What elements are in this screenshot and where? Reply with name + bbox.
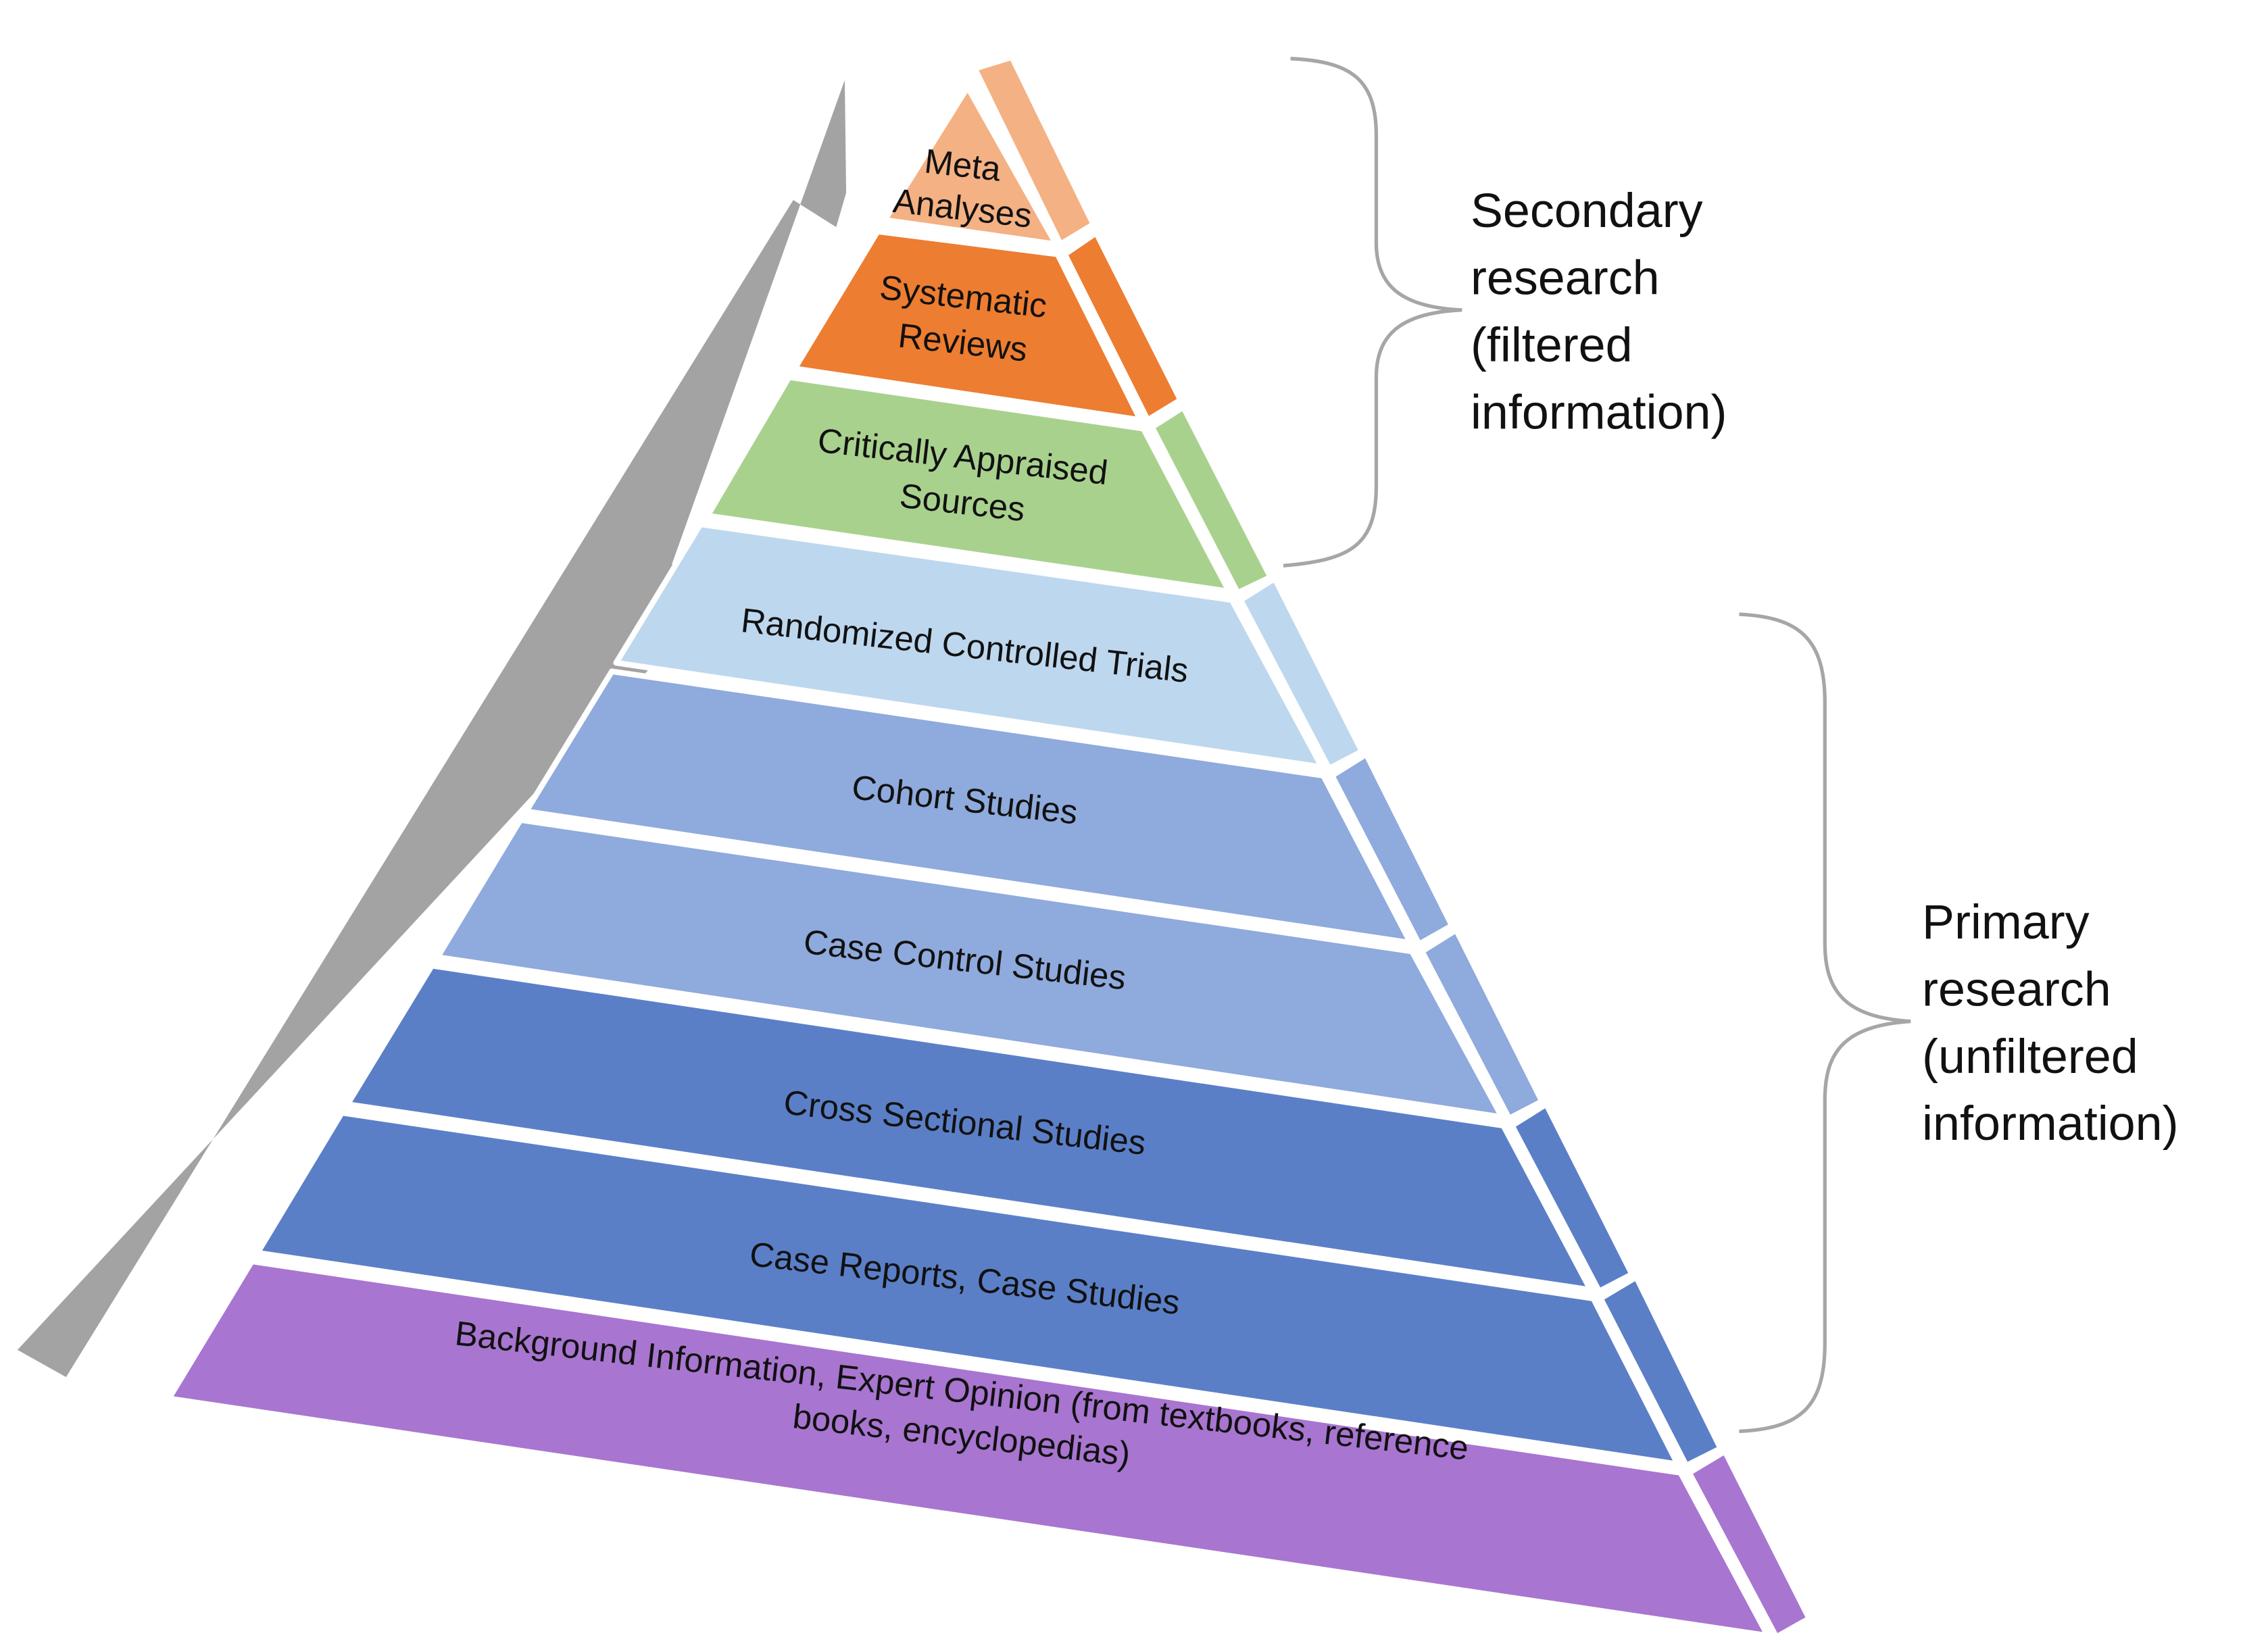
bracket-primary-label: Primary research (unfiltered information… — [1922, 895, 2179, 1151]
tier-randomized-controlled-trials: Randomized Controlled Trials — [613, 521, 1365, 772]
tier-front-face — [704, 374, 1232, 595]
tier-side-face — [972, 54, 1097, 247]
tier-case-control-studies: Case Control Studies — [435, 817, 1545, 1122]
tier-meta-analyses: Meta Analyses — [881, 54, 1097, 247]
tier-front-face — [791, 228, 1143, 423]
tier-front-face — [166, 1258, 1771, 1638]
tier-front-face — [344, 962, 1594, 1293]
tier-side-face — [1062, 230, 1184, 423]
tier-front-face — [254, 1109, 1681, 1468]
bracket-secondary: Secondary research (filtered information… — [1283, 57, 1727, 568]
tier-side-face — [1329, 751, 1455, 947]
tier-side-face — [1509, 1101, 1635, 1295]
bracket-secondary-shape — [1283, 57, 1462, 568]
tier-side-face — [1237, 576, 1365, 772]
tier-side-face — [1419, 927, 1545, 1122]
tier-front-face — [523, 668, 1414, 946]
tier-critically-appraised-sources: Critically Appraised Sources — [704, 374, 1274, 596]
tier-front-face — [613, 521, 1325, 770]
tier-background-information: Background Information, Expert Opinion (… — [166, 1258, 1813, 1641]
tier-case-reports: Case Reports, Case Studies — [254, 1109, 1724, 1469]
pyramid: Meta Analyses Systematic Reviews Critica… — [166, 54, 1813, 1641]
tier-side-face — [1686, 1448, 1813, 1641]
tier-systematic-reviews: Systematic Reviews — [791, 228, 1184, 423]
tier-cohort-studies: Cohort Studies — [523, 668, 1455, 947]
bracket-primary-shape — [1739, 612, 1911, 1434]
tier-cross-sectional-studies: Cross Sectional Studies — [344, 962, 1635, 1295]
bracket-primary: Primary research (unfiltered information… — [1739, 612, 2179, 1434]
bracket-secondary-label: Secondary research (filtered information… — [1471, 184, 1727, 439]
tier-front-face — [881, 84, 1060, 247]
tier-side-face — [1598, 1274, 1724, 1469]
tier-front-face — [435, 817, 1505, 1120]
tier-side-face — [1149, 404, 1274, 596]
